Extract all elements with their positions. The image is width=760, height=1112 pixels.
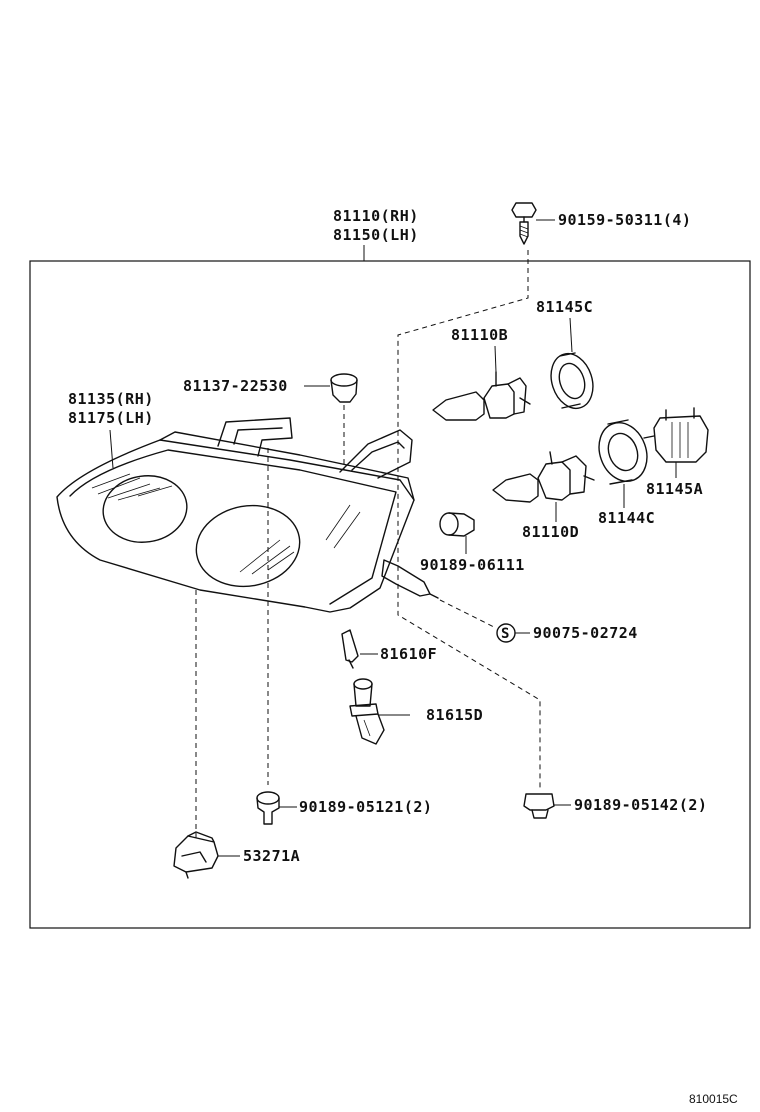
bulb-d-part bbox=[492, 451, 595, 503]
leader-socket-c bbox=[569, 317, 573, 353]
label-socket-d: 81615D bbox=[426, 706, 483, 724]
label-assy-rh: 81110(RH) bbox=[333, 207, 419, 225]
leader-bulb-b bbox=[494, 345, 497, 373]
label-ring: 81144C bbox=[598, 509, 655, 527]
figure-code: 810015C bbox=[689, 1092, 738, 1106]
ring-part bbox=[598, 419, 648, 485]
label-grommet-121: 90189-05121(2) bbox=[299, 798, 432, 816]
bulb-f-part bbox=[341, 629, 359, 669]
grommet-part bbox=[439, 512, 475, 537]
label-bulb-d: 81110D bbox=[522, 523, 579, 541]
dashed-screw-line bbox=[397, 250, 541, 790]
screw-part bbox=[511, 202, 537, 245]
label-lens-rh: 81135(RH) bbox=[68, 390, 154, 408]
headlamp-housing bbox=[56, 417, 439, 613]
label-bulb-f: 81610F bbox=[380, 645, 437, 663]
label-screw: 90159-50311(4) bbox=[558, 211, 691, 229]
socket-d-part bbox=[349, 678, 385, 745]
leader-lens bbox=[109, 429, 114, 469]
bulb-b-part bbox=[432, 371, 531, 421]
label-bulb-b: 81110B bbox=[451, 326, 508, 344]
label-grommet-142: 90189-05142(2) bbox=[574, 796, 707, 814]
label-clip: 53271A bbox=[243, 847, 300, 865]
label-lens-lh: 81175(LH) bbox=[68, 409, 154, 427]
label-assy-lh: 81150(LH) bbox=[333, 226, 419, 244]
label-screw-s: 90075-02724 bbox=[533, 624, 638, 642]
label-socket-c: 81145C bbox=[536, 298, 593, 316]
diagram-frame bbox=[29, 260, 751, 929]
grommet-121-part bbox=[256, 791, 280, 825]
label-grommet: 90189-06111 bbox=[420, 556, 525, 574]
dashed-s-line bbox=[439, 599, 497, 629]
grommet-142-part bbox=[523, 793, 555, 819]
label-socket-a: 81145A bbox=[646, 480, 703, 498]
socket-c-part bbox=[550, 352, 594, 410]
cap-part bbox=[330, 373, 358, 403]
s-mark-text: S bbox=[501, 626, 509, 642]
label-cap: 81137-22530 bbox=[183, 377, 288, 395]
socket-a-part bbox=[643, 407, 709, 463]
clip-part bbox=[173, 831, 219, 879]
